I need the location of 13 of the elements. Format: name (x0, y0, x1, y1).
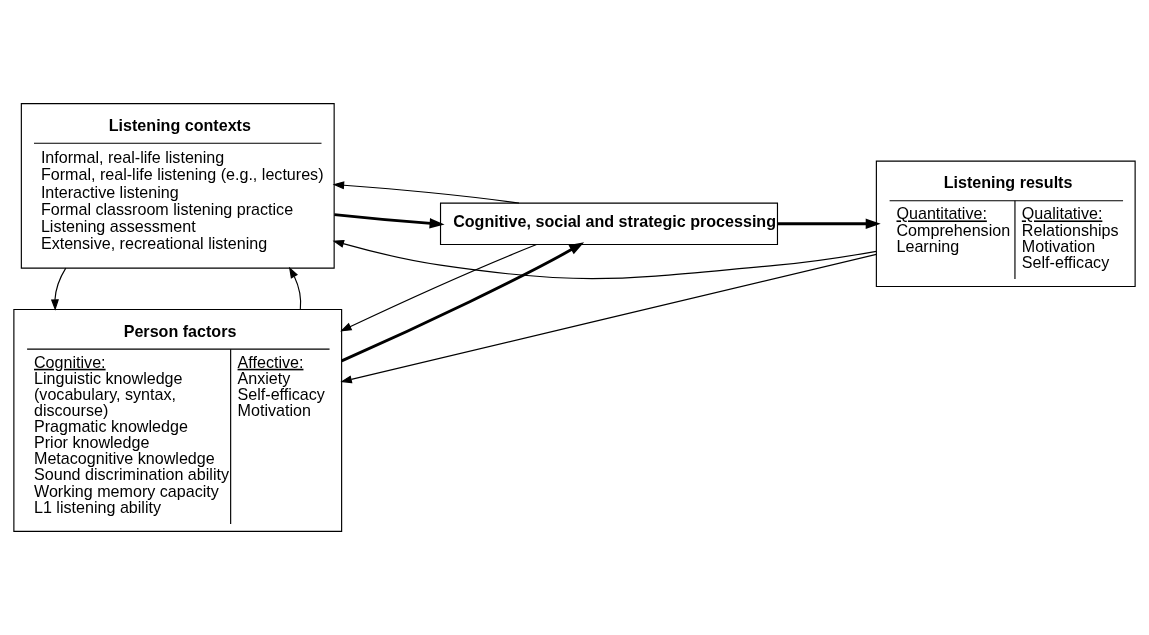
arrow (341, 242, 585, 363)
arrow (778, 218, 881, 229)
arrow (334, 213, 445, 229)
arrow (340, 253, 877, 384)
node-box: Person factors Cognitive: Linguistic knowledge (vocabulary, syntax, discourse) Pragmatic knowledge Prior knowledge Metacognitive knowledge Sound discrimination ability Working memory capacity L1 listening ability Affective: Anxiety Self-efficacy Motivation (13, 308, 343, 532)
arrow (340, 243, 538, 332)
node-box: Listening results Quantitative: Comprehension Learning Qualitative: Relationships Motivation Self-efficacy (875, 160, 1136, 288)
arrow (288, 266, 302, 310)
arrow (332, 239, 877, 280)
arrow (50, 267, 67, 311)
node-box: Cognitive, social and strategic processing (439, 202, 779, 246)
node-box: Listening contexts Informal, real-life listening Formal, real-life listening (e.g., lectures) Interactive listening Formal classroom listening practice Listening assessment Extensive, recreational listening (20, 103, 335, 269)
arrow (332, 181, 520, 204)
